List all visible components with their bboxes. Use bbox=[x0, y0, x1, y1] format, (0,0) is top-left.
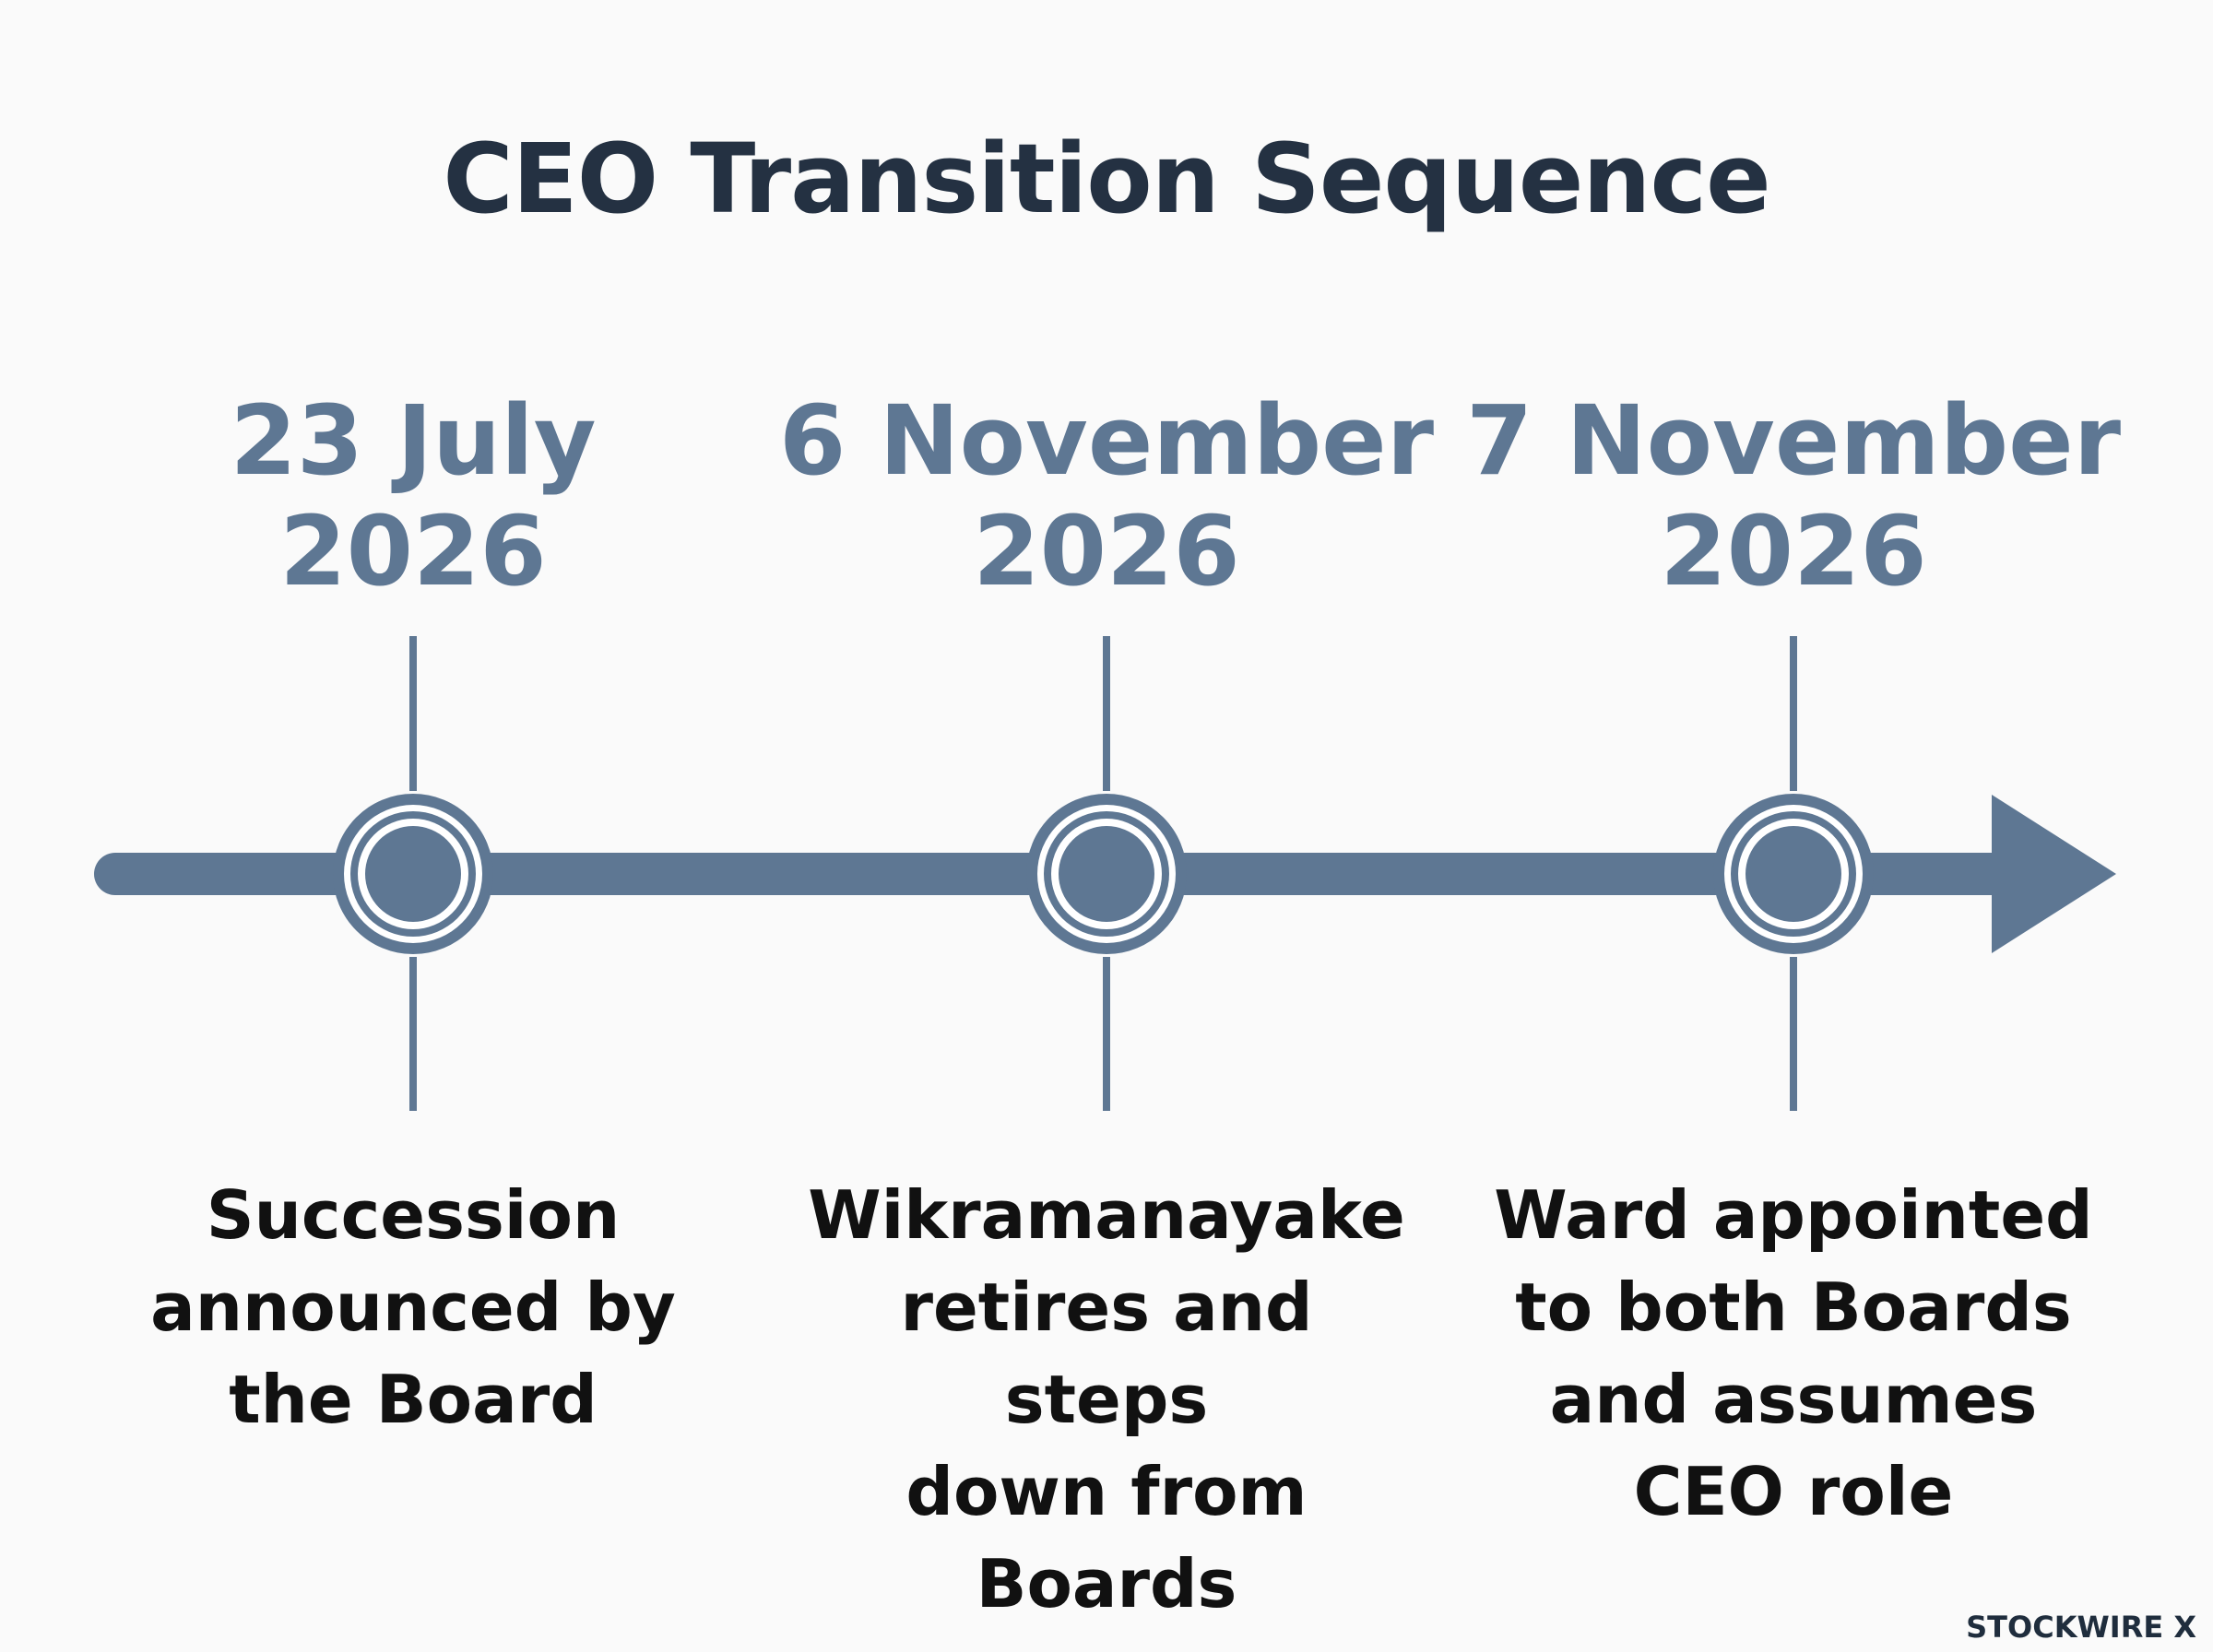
date-year: 2026 bbox=[1660, 495, 1927, 608]
description-line: Ward appointed bbox=[1494, 1176, 2093, 1254]
date-line: 23 July bbox=[230, 384, 597, 497]
date-year: 2026 bbox=[973, 495, 1240, 608]
milestone-dot bbox=[1059, 826, 1154, 922]
description-line: the Board bbox=[229, 1361, 598, 1438]
date-line: 6 November bbox=[778, 384, 1435, 497]
description-line: announced by bbox=[150, 1268, 676, 1346]
timeline-arrowhead bbox=[1992, 795, 2116, 953]
description-line: CEO role bbox=[1633, 1453, 1954, 1530]
date-line: 7 November bbox=[1465, 384, 2122, 497]
milestone-date-2: 6 November 2026 bbox=[775, 385, 1438, 607]
milestone-marker-2 bbox=[1026, 636, 1187, 1111]
milestone-description-2: Wikramanayake retires and steps down fro… bbox=[802, 1169, 1411, 1630]
description-line: Succession bbox=[206, 1176, 621, 1254]
brand-watermark: STOCKWIRE X bbox=[1966, 1610, 2196, 1645]
milestone-description-3: Ward appointed to both Boards and assume… bbox=[1489, 1169, 2098, 1538]
description-line: Boards bbox=[976, 1545, 1237, 1622]
milestone-marker-1 bbox=[333, 636, 493, 1111]
description-line: retires and steps bbox=[900, 1268, 1313, 1438]
milestone-dot bbox=[1746, 826, 1841, 922]
milestone-date-1: 23 July 2026 bbox=[81, 385, 745, 607]
page-title: CEO Transition Sequence bbox=[443, 123, 1770, 235]
date-year: 2026 bbox=[279, 495, 547, 608]
description-line: and assumes bbox=[1549, 1361, 2038, 1438]
description-line: down from bbox=[905, 1453, 1308, 1530]
milestone-dot bbox=[365, 826, 461, 922]
milestone-marker-3 bbox=[1713, 636, 1874, 1111]
milestone-description-1: Succession announced by the Board bbox=[109, 1169, 717, 1446]
milestone-date-3: 7 November 2026 bbox=[1462, 385, 2125, 607]
description-line: to both Boards bbox=[1515, 1268, 2072, 1346]
description-line: Wikramanayake bbox=[808, 1176, 1405, 1254]
